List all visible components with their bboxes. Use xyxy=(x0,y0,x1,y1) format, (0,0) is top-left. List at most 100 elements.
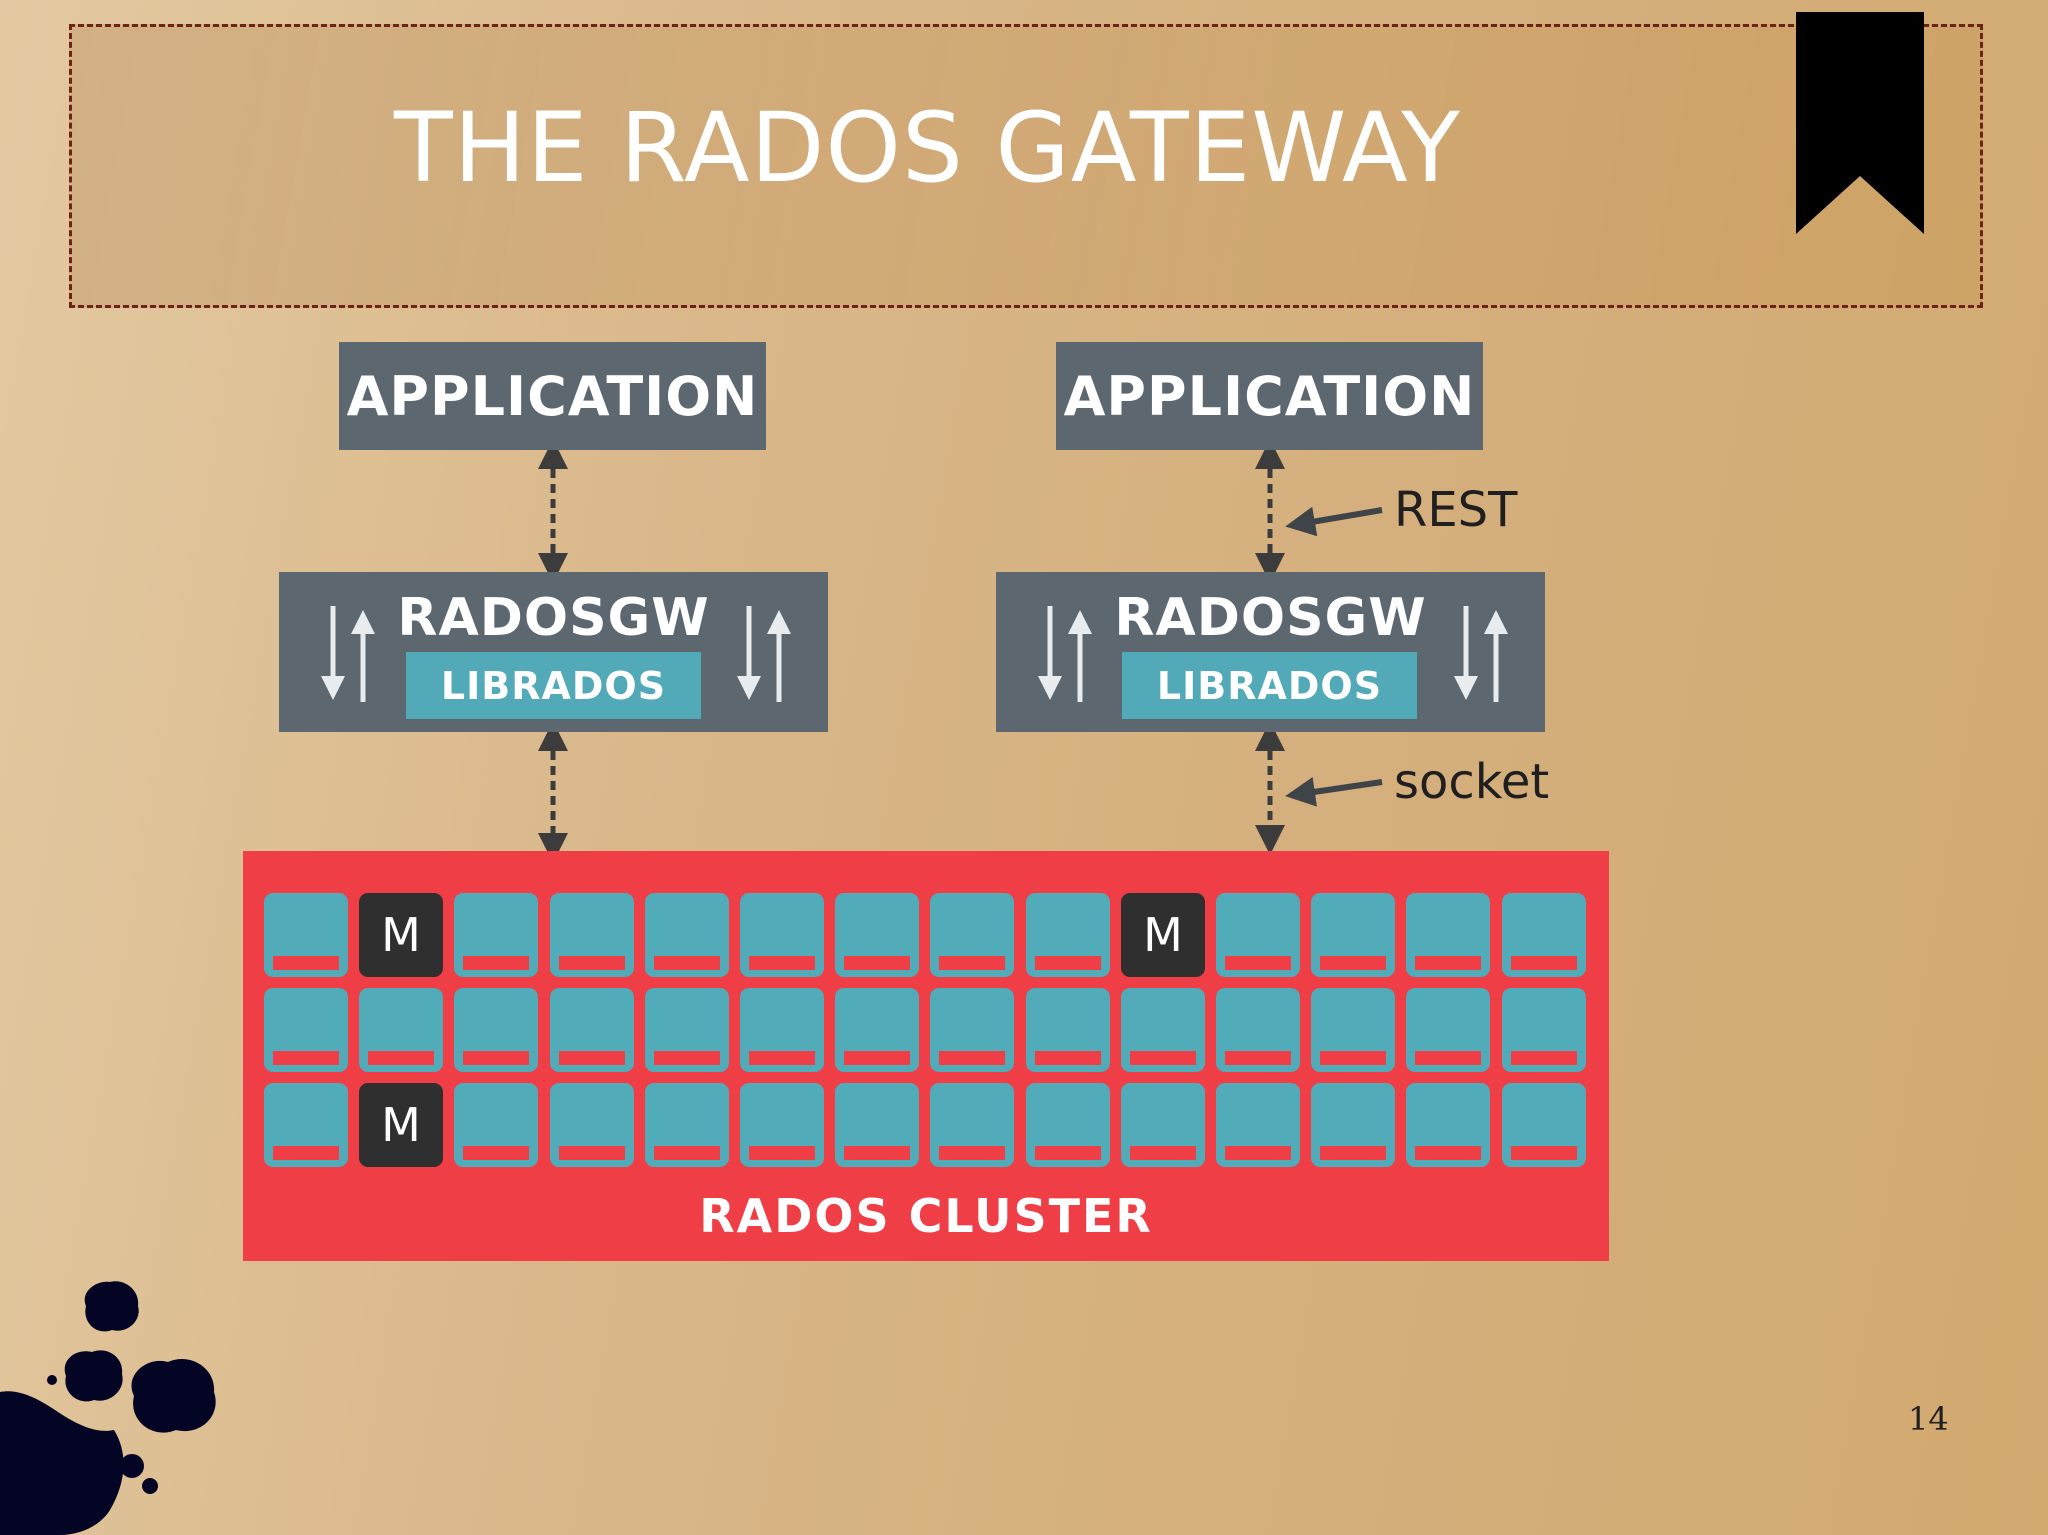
osd-node-bar xyxy=(939,956,1005,970)
osd-node xyxy=(1121,988,1205,1072)
osd-node-bar xyxy=(1035,1051,1101,1065)
osd-node xyxy=(930,988,1014,1072)
osd-node-bar xyxy=(1320,1051,1386,1065)
osd-node xyxy=(1311,1083,1395,1167)
right-application-box: APPLICATION xyxy=(1056,342,1483,450)
osd-node xyxy=(1026,988,1110,1072)
osd-node xyxy=(645,1083,729,1167)
osd-node xyxy=(550,1083,634,1167)
osd-node xyxy=(1406,988,1490,1072)
osd-node-bar xyxy=(654,1051,720,1065)
left-gateway-traffic-arrows-icon xyxy=(321,606,375,702)
rest-pointer-arrow xyxy=(1285,506,1383,537)
osd-node xyxy=(1026,893,1110,977)
osd-node xyxy=(359,988,443,1072)
osd-node-bar xyxy=(749,1051,815,1065)
left-radosgw-box: RADOSGW LIBRADOS xyxy=(279,572,828,732)
osd-node xyxy=(1121,1083,1205,1167)
slide-title: THE RADOS GATEWAY xyxy=(394,92,1461,204)
monitor-node: M xyxy=(359,1083,443,1167)
left-application-box: APPLICATION xyxy=(339,342,766,450)
osd-node-bar xyxy=(844,956,910,970)
osd-node xyxy=(550,988,634,1072)
osd-node-bar xyxy=(1130,1146,1196,1160)
rados-cluster: M M M RADOS CLUSTER xyxy=(243,851,1609,1261)
rest-label: REST xyxy=(1394,482,1518,538)
osd-node-bar xyxy=(1035,956,1101,970)
osd-node-bar xyxy=(559,1051,625,1065)
osd-node-bar xyxy=(654,956,720,970)
osd-node-bar xyxy=(1130,1051,1196,1065)
osd-node-bar xyxy=(749,956,815,970)
right-gateway-traffic-arrows-icon xyxy=(1038,606,1092,702)
osd-node xyxy=(454,893,538,977)
osd-node xyxy=(740,1083,824,1167)
osd-node xyxy=(835,1083,919,1167)
osd-node xyxy=(1216,893,1300,977)
rados-cluster-label: RADOS CLUSTER xyxy=(699,1189,1153,1243)
right-librados-box: LIBRADOS xyxy=(1122,652,1417,719)
osd-node-bar xyxy=(273,956,339,970)
osd-node-bar xyxy=(273,1051,339,1065)
osd-node-bar xyxy=(939,1146,1005,1160)
osd-node-bar xyxy=(1415,1051,1481,1065)
right-radosgw-box: RADOSGW LIBRADOS xyxy=(996,572,1545,732)
left-librados-box: LIBRADOS xyxy=(406,652,701,719)
osd-node xyxy=(1026,1083,1110,1167)
osd-node-bar xyxy=(559,1146,625,1160)
osd-node-bar xyxy=(559,956,625,970)
osd-node xyxy=(930,1083,1014,1167)
ink-blot-decoration xyxy=(0,1281,216,1535)
right-radosgw-label: RADOSGW xyxy=(1114,588,1427,648)
osd-node xyxy=(930,893,1014,977)
osd-node xyxy=(1502,1083,1586,1167)
osd-node xyxy=(454,988,538,1072)
osd-node-bar xyxy=(844,1146,910,1160)
osd-node xyxy=(1502,893,1586,977)
osd-node-bar xyxy=(368,1051,434,1065)
osd-node xyxy=(740,893,824,977)
osd-node xyxy=(1406,1083,1490,1167)
osd-node-bar xyxy=(1225,1051,1291,1065)
osd-node xyxy=(1502,988,1586,1072)
osd-node-bar xyxy=(463,1051,529,1065)
socket-label: socket xyxy=(1394,754,1550,810)
osd-node xyxy=(1216,988,1300,1072)
osd-node xyxy=(645,988,729,1072)
osd-node-bar xyxy=(749,1146,815,1160)
osd-node xyxy=(1311,893,1395,977)
osd-node xyxy=(264,988,348,1072)
monitor-node: M xyxy=(359,893,443,977)
osd-node xyxy=(1406,893,1490,977)
osd-node xyxy=(550,893,634,977)
osd-node-bar xyxy=(1225,1146,1291,1160)
osd-node-bar xyxy=(1415,1146,1481,1160)
osd-node-bar xyxy=(463,956,529,970)
osd-node-bar xyxy=(1035,1146,1101,1160)
osd-node xyxy=(835,988,919,1072)
osd-node-bar xyxy=(1320,1146,1386,1160)
left-gateway-traffic-arrows-icon-right xyxy=(737,606,791,702)
osd-node-bar xyxy=(1511,1146,1577,1160)
page-number: 14 xyxy=(1908,1400,1949,1438)
osd-node-bar xyxy=(939,1051,1005,1065)
osd-node-bar xyxy=(1415,956,1481,970)
bookmark-icon xyxy=(1796,12,1924,234)
title-frame xyxy=(69,24,1983,308)
right-gateway-traffic-arrows-icon-right xyxy=(1454,606,1508,702)
monitor-node: M xyxy=(1121,893,1205,977)
osd-node-bar xyxy=(1511,1051,1577,1065)
osd-node xyxy=(1216,1083,1300,1167)
osd-node-bar xyxy=(844,1051,910,1065)
osd-node xyxy=(740,988,824,1072)
osd-node xyxy=(264,893,348,977)
osd-node-bar xyxy=(1225,956,1291,970)
osd-node-bar xyxy=(273,1146,339,1160)
osd-node xyxy=(645,893,729,977)
osd-node-bar xyxy=(463,1146,529,1160)
osd-node xyxy=(454,1083,538,1167)
osd-node xyxy=(835,893,919,977)
osd-node-bar xyxy=(654,1146,720,1160)
osd-node xyxy=(264,1083,348,1167)
